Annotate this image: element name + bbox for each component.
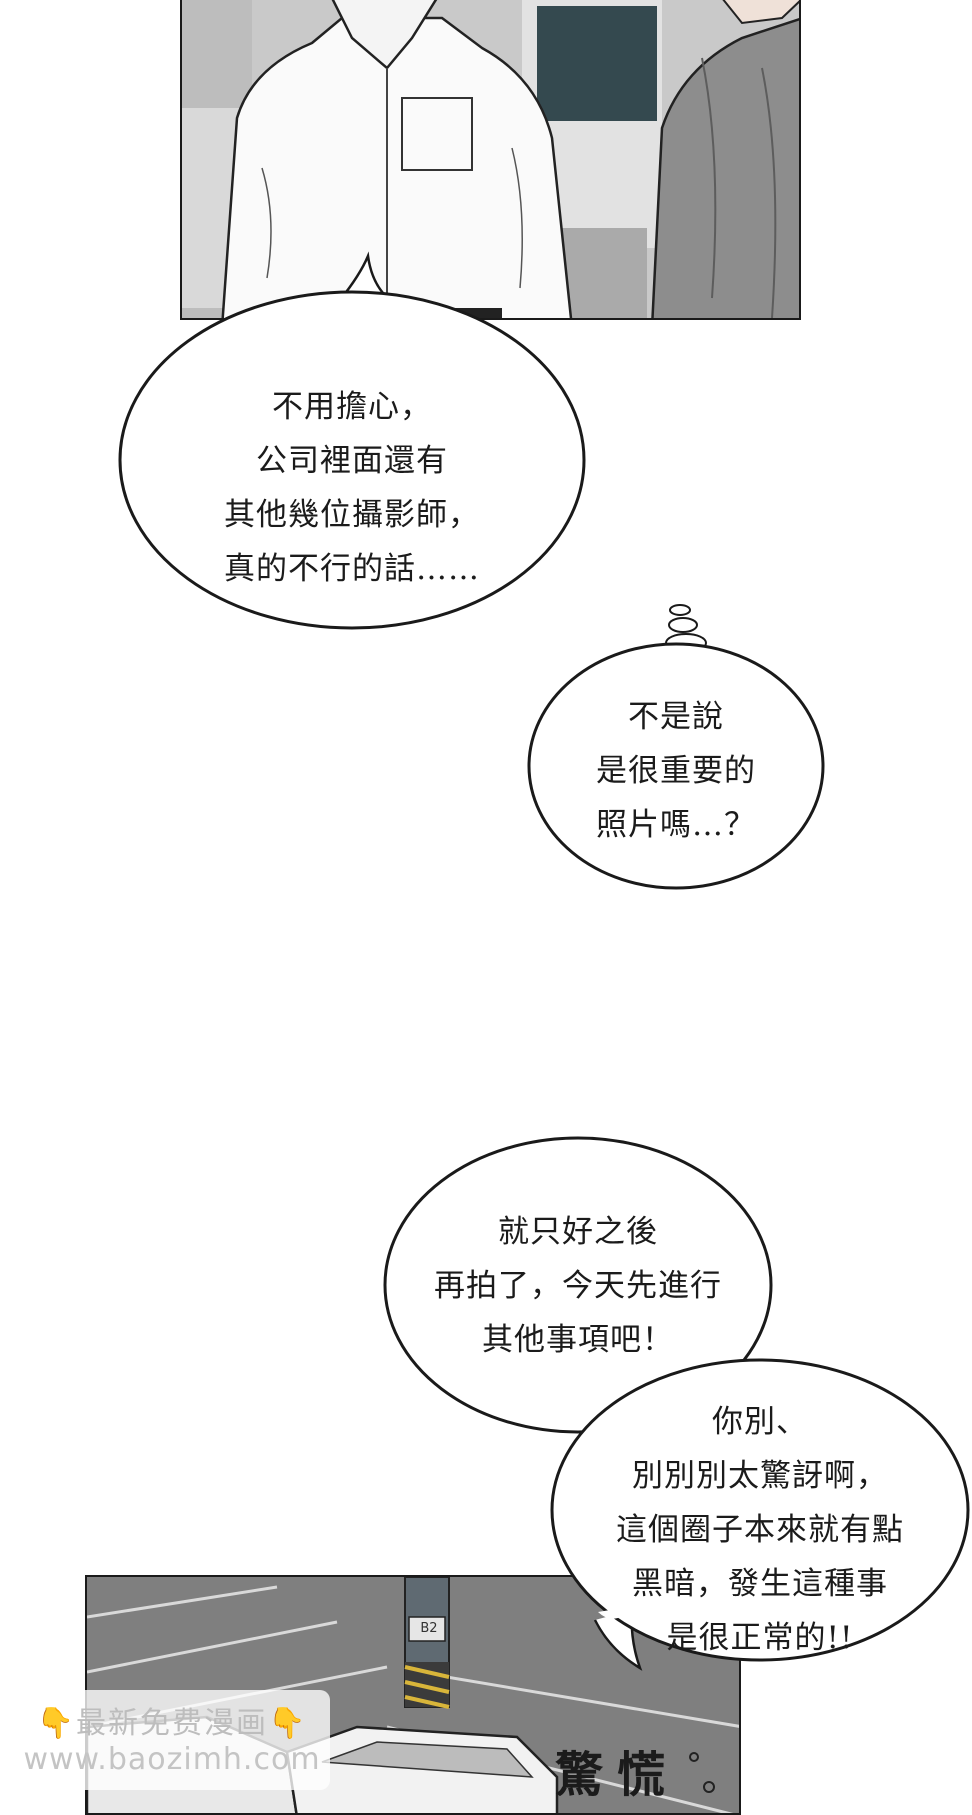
- bubble-1-line: 其他幾位攝影師，: [224, 497, 480, 533]
- bubble-1-line: 不用擔心，: [272, 389, 432, 425]
- speech-bubble-3: 就只好之後 再拍了，今天先進行 其他事項吧！: [378, 1205, 778, 1367]
- bubble-3-line: 就只好之後: [498, 1214, 658, 1250]
- bubble-4-line: 別別別太驚訝啊，: [632, 1458, 888, 1494]
- top-comic-panel: [180, 0, 801, 320]
- site-watermark[interactable]: 👇最新免费漫画👇 www.baozimh.com: [14, 1690, 330, 1790]
- bubble-2-line: 是很重要的: [596, 753, 756, 789]
- bubble-3-line: 再拍了，今天先進行: [434, 1268, 722, 1304]
- bubble-1-line: 真的不行的話……: [224, 551, 480, 587]
- watermark-url[interactable]: www.baozimh.com: [23, 1742, 321, 1777]
- office-scene-illustration: [182, 0, 799, 318]
- pointing-down-hand-icon: 👇: [36, 1706, 76, 1741]
- bubble-1-line: 公司裡面還有: [256, 443, 448, 479]
- speech-bubble-1: 不用擔心， 公司裡面還有 其他幾位攝影師， 真的不行的話……: [152, 380, 552, 596]
- bubble-2-line: 照片嗎…？: [596, 807, 756, 843]
- pillar-sign-label: B2: [420, 1621, 438, 1636]
- bubble-4-line: 這個圈子本來就有點: [616, 1512, 904, 1548]
- pointing-down-hand-icon: 👇: [268, 1706, 308, 1741]
- bubble-3-line: 其他事項吧！: [482, 1322, 674, 1358]
- watermark-title: 👇最新免费漫画👇: [14, 1698, 330, 1742]
- bubble-4-line: 是很正常的!!: [666, 1620, 854, 1656]
- sound-effect-text: 驚慌: [555, 1747, 680, 1803]
- bubble-4-line: 你別、: [712, 1404, 808, 1440]
- bubble-2-line: 不是說: [628, 699, 724, 735]
- watermark-title-text: 最新免费漫画: [76, 1706, 268, 1741]
- thought-bubble-2: 不是說 是很重要的 照片嗎…？: [526, 690, 826, 852]
- bubble-4-line: 黑暗，發生這種事: [632, 1566, 888, 1602]
- speech-bubble-4: 你別、 別別別太驚訝啊， 這個圈子本來就有點 黑暗，發生這種事 是很正常的!!: [570, 1395, 950, 1665]
